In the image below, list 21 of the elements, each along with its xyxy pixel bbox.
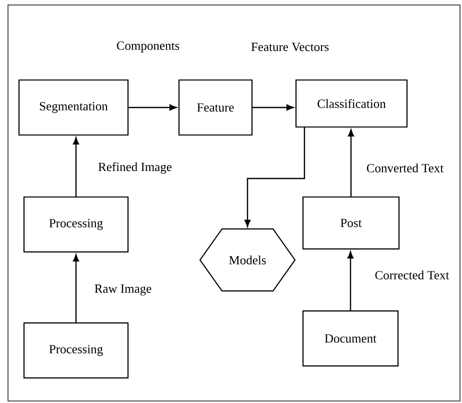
- process-box: Feature: [178, 79, 253, 136]
- edge-label: Converted Text: [366, 164, 444, 172]
- process-box: Segmentation: [18, 79, 129, 136]
- process-box: Processing: [23, 322, 129, 379]
- process-box: Processing: [23, 196, 129, 253]
- edge-label: Corrected Text: [375, 270, 450, 280]
- hexagon-node: Models: [199, 228, 296, 292]
- arrow: [128, 104, 177, 111]
- process-box: Post: [302, 196, 400, 250]
- edge-label: Components: [116, 42, 180, 52]
- edge-label: Refined Image: [98, 162, 172, 174]
- process-box: Document: [302, 310, 399, 367]
- arrow: [72, 137, 80, 196]
- edge-label: Feature Vectors: [251, 42, 329, 52]
- arrow: [348, 129, 354, 196]
- arrow: [244, 128, 306, 227]
- arrow: [252, 104, 294, 111]
- arrow: [347, 251, 354, 310]
- arrow: [72, 254, 80, 322]
- edge-label: Raw Image: [94, 284, 152, 296]
- process-box: Classification: [295, 79, 408, 128]
